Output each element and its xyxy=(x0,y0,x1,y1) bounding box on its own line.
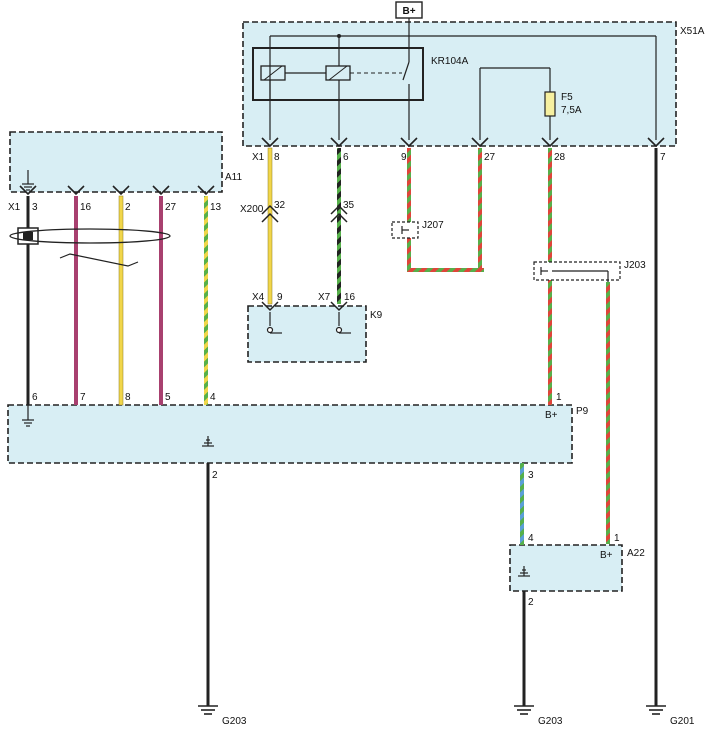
k9-switch-contacts xyxy=(266,312,351,334)
pin-a11-16: 16 xyxy=(80,202,92,213)
wire-yellow-a11-2 xyxy=(118,195,124,406)
pin-p9-4: 4 xyxy=(210,392,216,403)
splice-j207 xyxy=(391,221,419,239)
wire-black-green-x51a-6 xyxy=(337,148,341,304)
wire-violet-a11-27 xyxy=(159,196,163,405)
x7-label: X7 xyxy=(318,292,331,303)
pin-a22-2: 2 xyxy=(528,597,534,608)
twist-mark xyxy=(59,253,139,267)
kr104a-label: KR104A xyxy=(431,56,469,67)
pin-a11-13: 13 xyxy=(210,202,222,213)
pin-x7-16: 16 xyxy=(344,292,356,303)
p9-ground-symbol-left xyxy=(22,405,34,427)
pin-x200-32: 32 xyxy=(274,200,286,211)
fuse-name-label: F5 xyxy=(561,92,573,103)
a22-ground-symbol xyxy=(518,566,530,577)
fuse-f5 xyxy=(544,91,556,117)
pin-x4-9: 9 xyxy=(277,292,283,303)
ground-g203-left xyxy=(198,705,218,715)
p9-label: P9 xyxy=(576,406,589,417)
wire-violet-a11-16 xyxy=(74,196,78,405)
p9-b-plus-label: B+ xyxy=(545,410,558,421)
wire-red-green-j203-a22 xyxy=(606,282,610,544)
pin-p9-3: 3 xyxy=(528,470,534,481)
x51a-connector-chevrons xyxy=(261,137,665,148)
wire-red-green-x51a-9 xyxy=(407,148,411,272)
a22-box xyxy=(509,544,623,592)
a22-b-plus-label: B+ xyxy=(600,550,613,561)
p9-ground-symbol-center xyxy=(202,436,214,447)
x51a-box xyxy=(242,21,677,147)
pin-p9-2: 2 xyxy=(212,470,218,481)
pin-a11-27: 27 xyxy=(165,202,177,213)
x200-label: X200 xyxy=(240,204,264,215)
pin-x51a-27: 27 xyxy=(484,152,496,163)
pin-x51a-6: 6 xyxy=(343,152,349,163)
relay-kr104a xyxy=(252,47,424,101)
wire-green-yellow-a11-13 xyxy=(204,196,208,405)
a22-label: A22 xyxy=(627,548,645,559)
splice-j203 xyxy=(533,261,621,282)
x1-left-label: X1 xyxy=(8,202,21,213)
g201-label: G201 xyxy=(670,716,695,727)
x1-top-label: X1 xyxy=(252,152,265,163)
pin-a11-2: 2 xyxy=(125,202,131,213)
wire-yellow-x51a-8 xyxy=(267,147,273,305)
pin-x51a-9: 9 xyxy=(401,152,407,163)
a11-box xyxy=(9,131,223,193)
pin-p9-6: 6 xyxy=(32,392,38,403)
pin-p9-7: 7 xyxy=(80,392,86,403)
p9-box xyxy=(7,404,573,464)
wire-red-green-x51a-27 xyxy=(478,148,482,272)
pin-a22-4: 4 xyxy=(528,533,534,544)
x51a-internal-wiring xyxy=(252,34,657,140)
a11-connector-chevrons xyxy=(19,185,215,196)
a11-label: A11 xyxy=(225,172,242,183)
k9-connector-chevrons xyxy=(261,301,348,312)
g203-left-label: G203 xyxy=(222,716,247,727)
x4-label: X4 xyxy=(252,292,265,303)
pin-a22-1: 1 xyxy=(614,533,620,544)
g203-right-label: G203 xyxy=(538,716,563,727)
ground-g201 xyxy=(646,705,666,715)
pin-x51a-28: 28 xyxy=(554,152,566,163)
pin-a11-3: 3 xyxy=(32,202,38,213)
a11-ground-symbol xyxy=(22,170,34,191)
pin-p9-1: 1 xyxy=(556,392,562,403)
b-plus-supply: B+ xyxy=(395,1,423,36)
pin-p9-5: 5 xyxy=(165,392,171,403)
wire-red-green-loop-bottom xyxy=(407,268,484,272)
k9-box xyxy=(247,305,367,363)
pin-x51a-8: 8 xyxy=(274,152,280,163)
fuse-rating-label: 7,5A xyxy=(561,105,582,116)
pin-x200-35: 35 xyxy=(343,200,355,211)
x200-connector xyxy=(261,204,348,223)
wire-green-blue-p9-3-a22-4 xyxy=(520,463,524,545)
j203-label: J203 xyxy=(624,260,646,271)
b-plus-label: B+ xyxy=(402,6,415,17)
ground-g203-right xyxy=(514,705,534,715)
pin-x51a-7: 7 xyxy=(660,152,666,163)
k9-label: K9 xyxy=(370,310,383,321)
pin-p9-8: 8 xyxy=(125,392,131,403)
j207-label: J207 xyxy=(422,220,444,231)
twisted-pair-shield xyxy=(9,228,171,244)
x51a-label: X51A xyxy=(680,26,705,37)
